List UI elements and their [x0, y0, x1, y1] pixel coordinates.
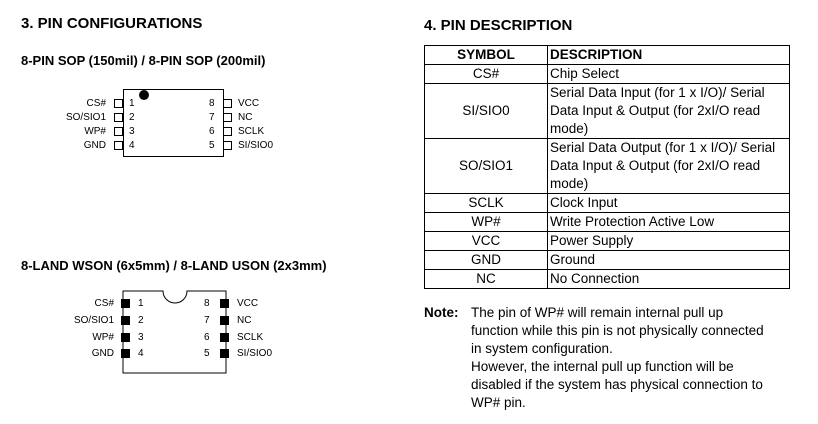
sop-pin-label: SO/SIO1 — [65, 112, 106, 123]
wson-pin-label: CS# — [94, 298, 114, 309]
table-row: NC No Connection — [424, 269, 790, 289]
wson-pin-number: 5 — [204, 348, 210, 359]
note-text: The pin of WP# will remain internal pull… — [471, 304, 816, 412]
symbol-cell: WP# — [424, 212, 548, 232]
wson-pin-label: SI/SIO0 — [237, 348, 273, 359]
description-line: mode) — [550, 121, 589, 136]
pin1-dot-marker — [139, 90, 149, 100]
sop-pin-label: SCLK — [238, 126, 265, 137]
note-line: WP# pin. — [471, 395, 526, 410]
table-row: GND Ground — [424, 250, 790, 270]
symbol-cell: CS# — [424, 64, 548, 84]
table-row: CS# Chip Select — [424, 64, 790, 84]
sop-pin-number: 4 — [129, 140, 135, 151]
description-line: Serial Data Output (for 1 x I/O)/ Serial — [550, 140, 776, 155]
wson-pin-number: 1 — [138, 298, 144, 309]
sop-lead — [114, 99, 123, 108]
sop-body-outline — [123, 89, 224, 157]
sop-pin-number: 3 — [129, 126, 135, 137]
wson-pad — [121, 316, 130, 325]
wson-pad — [220, 333, 229, 342]
note-line: The pin of WP# will remain internal pull… — [471, 305, 724, 320]
pin-description-table: SYMBOL DESCRIPTION CS# Chip Select SI/SI… — [424, 45, 790, 289]
sop-pin-label: NC — [238, 112, 253, 123]
note-line: in system configuration. — [471, 341, 613, 356]
description-cell: Power Supply — [547, 231, 790, 251]
table-row: SI/SIO0 Serial Data Input (for 1 x I/O)/… — [424, 83, 790, 139]
sop-pin-number: 7 — [209, 112, 215, 123]
symbol-cell: GND — [424, 250, 548, 270]
sop-lead — [114, 141, 123, 150]
wson-pin-label: SCLK — [237, 332, 264, 343]
wson-pin-label: NC — [237, 315, 252, 326]
sop-pin-label: WP# — [84, 126, 106, 137]
symbol-cell: SO/SIO1 — [424, 138, 548, 194]
sop-pin-number: 5 — [209, 140, 215, 151]
description-line: mode) — [550, 176, 589, 191]
description-cell: Serial Data Input (for 1 x I/O)/ Serial … — [547, 83, 790, 139]
wson-pad — [121, 333, 130, 342]
wson-title: 8-LAND WSON (6x5mm) / 8-LAND USON (2x3mm… — [21, 258, 327, 273]
wson-pad — [121, 299, 130, 308]
sop-pin-number: 2 — [129, 112, 135, 123]
symbol-cell: SCLK — [424, 193, 548, 213]
wson-pad — [220, 349, 229, 358]
symbol-cell: SI/SIO0 — [424, 83, 548, 139]
sop-lead — [223, 127, 232, 136]
sop-lead — [114, 127, 123, 136]
description-cell: Clock Input — [547, 193, 790, 213]
description-line: Data Input & Output (for 2xI/O read — [550, 158, 761, 173]
sop-pin-label: SI/SIO0 — [238, 140, 274, 151]
wson-pad — [220, 299, 229, 308]
pin-description-heading: 4. PIN DESCRIPTION — [424, 17, 573, 34]
description-line: Data Input & Output (for 2xI/O read — [550, 103, 761, 118]
note-line: function while this pin is not physicall… — [471, 323, 764, 338]
sop-pin-number: 1 — [129, 98, 135, 109]
table-row: SCLK Clock Input — [424, 193, 790, 213]
sop-pin-label: GND — [83, 140, 106, 151]
description-cell: Serial Data Output (for 1 x I/O)/ Serial… — [547, 138, 790, 194]
sop-lead — [223, 99, 232, 108]
wson-pin-number: 7 — [204, 315, 210, 326]
description-cell: Write Protection Active Low — [547, 212, 790, 232]
sop-title: 8-PIN SOP (150mil) / 8-PIN SOP (200mil) — [21, 53, 266, 68]
sop-lead — [223, 141, 232, 150]
note-line: However, the internal pull up function w… — [471, 359, 734, 374]
note-label: Note: — [424, 305, 459, 320]
table-row: WP# Write Protection Active Low — [424, 212, 790, 232]
sop-pin-label: VCC — [238, 98, 260, 109]
wson-pin-label: WP# — [92, 332, 114, 343]
description-column-header: DESCRIPTION — [547, 45, 790, 65]
sop-pin-number: 6 — [209, 126, 215, 137]
description-cell: Chip Select — [547, 64, 790, 84]
description-cell: Ground — [547, 250, 790, 270]
description-line: Serial Data Input (for 1 x I/O)/ Serial — [550, 85, 765, 100]
sop-pin-number: 8 — [209, 98, 215, 109]
table-row: SO/SIO1 Serial Data Output (for 1 x I/O)… — [424, 138, 790, 194]
symbol-column-header: SYMBOL — [424, 45, 548, 65]
wson-pad — [121, 349, 130, 358]
wson-pin-number: 8 — [204, 298, 210, 309]
wson-pad — [220, 316, 229, 325]
wson-pin-label: VCC — [237, 298, 259, 309]
wson-pin-label: GND — [91, 348, 114, 359]
symbol-cell: NC — [424, 269, 548, 289]
symbol-cell: VCC — [424, 231, 548, 251]
note-line: disabled if the system has physical conn… — [471, 377, 763, 392]
pin-config-heading: 3. PIN CONFIGURATIONS — [21, 15, 203, 32]
table-row: VCC Power Supply — [424, 231, 790, 251]
wson-pin-number: 2 — [138, 315, 144, 326]
description-cell: No Connection — [547, 269, 790, 289]
sop-pin-label: CS# — [86, 98, 106, 109]
sop-lead — [223, 113, 232, 122]
wson-pin-number: 4 — [138, 348, 144, 359]
sop-lead — [114, 113, 123, 122]
wson-pin-number: 6 — [204, 332, 210, 343]
table-header-row: SYMBOL DESCRIPTION — [424, 45, 790, 65]
wson-pin-label: SO/SIO1 — [73, 315, 114, 326]
wson-pin-number: 3 — [138, 332, 144, 343]
